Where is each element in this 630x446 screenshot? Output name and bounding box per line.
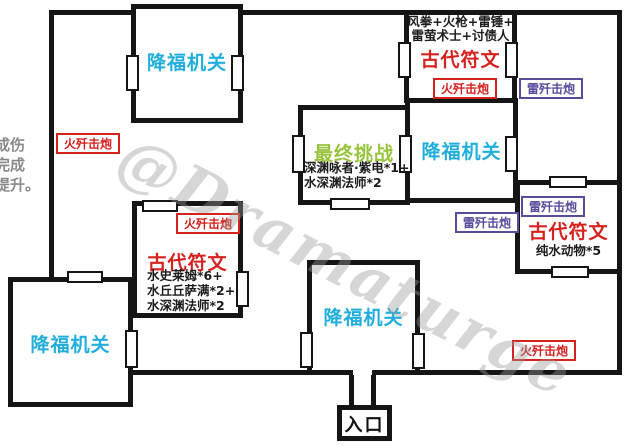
door-top-right-room-east [505,42,518,78]
outer-wall-top [49,10,622,15]
enemy-list-mid-left-line3: 水深渊法师*2 [147,298,225,313]
label-top-left-blessing: 降福机关 [146,52,227,74]
side-note-line: 成伤 [0,136,26,154]
badge-electro-cannon-right-room: 雷歼击炮 [521,196,586,217]
outer-wall-left [49,10,54,281]
enemy-list-mid-left-line2: 水丘丘萨满*2+ [147,283,236,298]
label-bottom-mid-blessing: 降福机关 [323,307,404,329]
label-mid-left-rune: 古代符文 [147,252,228,274]
door-mid-room-east [505,136,518,172]
door-top-left-room-west [126,55,139,91]
door-bottom-mid-room-east [412,333,425,369]
door-top-right-room-west [398,42,411,78]
door-bottom-left-room-east [125,330,138,368]
enemy-list-mid-left-line1: 水史莱姆*6+ [147,268,223,283]
enemy-list-right-room: 纯水动物*5 [535,243,602,258]
label-right-rune: 古代符文 [528,221,609,243]
door-top-left-room-east [231,55,244,91]
outer-wall-bottom-left-seg [128,370,353,375]
door-mid-left-room-east [236,271,249,307]
enemy-list-final-line1: 深渊咏者·紫电*1+ [304,160,410,175]
door-final-room-south [330,198,370,210]
side-note-line: 提升。 [0,176,41,194]
badge-electro-cannon-top-right-area: 雷歼击炮 [519,78,584,99]
enemy-list-top-right-line1: 风拳+火枪+雷锤+ [407,14,514,29]
entrance-corridor-wall-left [349,375,354,406]
badge-electro-cannon-central: 雷歼击炮 [455,212,520,233]
badge-fire-cannon-bottom-right: 火歼击炮 [512,340,577,361]
door-final-mid-shared [399,135,412,173]
room-bottom-mid-blessing [307,260,420,375]
door-bottom-mid-room-west [300,332,313,368]
badge-fire-cannon-mid-left-room: 火歼击炮 [176,213,241,234]
badge-fire-cannon-top-right-room: 火歼击炮 [433,78,498,99]
side-note-line: 完成 [0,156,26,174]
door-mid-left-room-north [142,200,178,212]
label-top-right-rune: 古代符文 [420,49,501,71]
entrance-corridor-wall-right [371,375,376,406]
enemy-list-final-line2: 水深渊法师*2 [304,175,382,190]
door-right-room-north [549,176,587,188]
side-note: 成伤 完成 提升。 [0,135,40,195]
label-mid-blessing: 降福机关 [421,141,502,163]
label-final-challenge: 最终挑战 [313,143,394,165]
badge-fire-cannon-left: 火歼击炮 [56,133,121,154]
label-entrance: 入口 [344,415,385,436]
enemy-list-top-right-line2: 雷萤术士+讨债人 [411,28,510,43]
door-final-room-west [292,135,305,173]
door-bottom-left-room-north [67,271,103,283]
entrance-box [337,405,392,441]
door-right-room-south [551,266,589,278]
label-bottom-left-blessing: 降福机关 [30,334,111,356]
outer-wall-bottom-right-seg [372,370,622,375]
